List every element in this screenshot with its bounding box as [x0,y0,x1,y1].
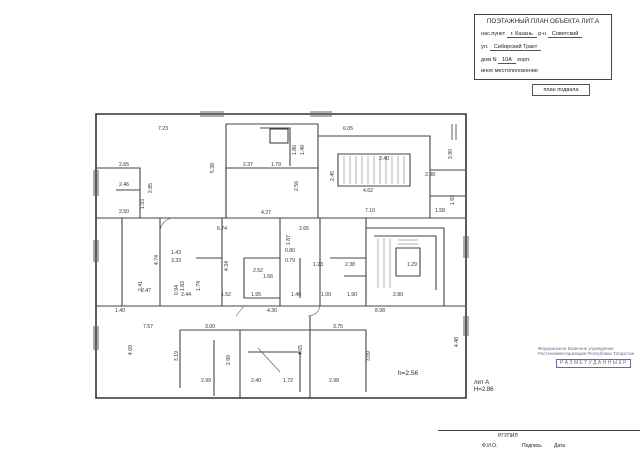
col-name: Ф.И.О. [482,443,498,449]
dimension-label: 6.05 [343,126,353,132]
dimension-label: 2.40 [379,156,389,162]
dimension-label: 4.65 [298,345,304,355]
dimension-label: 2.41 [138,281,144,291]
dimension-label: 2.52 [253,268,263,274]
dimension-label: 4.34 [224,261,230,271]
street-value: Сибирский Тракт [489,44,542,51]
dimension-label: 7.23 [158,126,168,132]
dimension-label: 4.30 [267,308,277,314]
dimension-label: 1.00 [321,292,331,298]
dimension-label: 4.48 [454,337,460,347]
dimension-label: 7.10 [365,208,375,214]
dimension-label: 8.98 [375,308,385,314]
lit-label: лит А [474,380,490,386]
col-date: Дата [554,443,566,449]
dimension-label: 2.98 [329,378,339,384]
house-value: 10А [498,57,516,64]
dimension-label: 4.27 [261,210,271,216]
dimension-label: 2.65 [119,162,129,168]
settlement-row: нас.пункт г. Казань р-н Советский [481,31,583,38]
dimension-label: 1.49 [300,145,306,155]
dimension-label: 1.72 [283,378,293,384]
dimension-label: 5.38 [210,163,216,173]
dimension-label: 2.46 [119,182,129,188]
district-value: Советский [547,31,583,38]
dimension-label: 4.62 [363,188,373,194]
dimension-label: 1.82 [180,281,186,291]
dimension-label: 2.65 [299,226,309,232]
dimension-label: 2.45 [330,171,336,181]
dimension-label: 0.80 [285,248,295,254]
dimension-label: 1.40 [115,308,125,314]
dimension-label: 1.93 [450,195,456,205]
street-row: ул. Сибирский Тракт [481,44,542,51]
dimension-label: 1.43 [171,250,181,256]
dimension-label: 2.40 [251,378,261,384]
dimension-label: 2.80 [393,292,403,298]
inventory-stamp: Федеральное Казенное учреждение Ростехин… [538,346,635,368]
dimension-label: 1.90 [347,292,357,298]
dimension-label: 2.99 [201,378,211,384]
dimension-label: 3.33 [171,258,181,264]
dimension-label: 7.57 [143,324,153,330]
dimension-label: 1.40 [291,292,301,298]
house-row: дом N 10А корп. [481,57,531,64]
dimension-label: 2.85 [148,183,154,193]
dimension-label: 3.90 [448,149,454,159]
dimension-label: 1.66 [263,274,273,280]
dimension-label: 2.56 [294,181,300,191]
signature-table: РГУПИЛ Ф.И.О. Подпись Дата [438,430,640,453]
dimension-label: 2.44 [181,292,191,298]
dimension-label: 1.74 [196,281,202,291]
dimension-label: 1.79 [271,162,281,168]
dimension-label: 0.94 [174,285,180,295]
settlement-value: г. Казань [506,31,537,38]
other-location-row: иное местоположение [481,68,538,74]
dimension-label: 2.38 [345,262,355,268]
title-block: ПОЭТАЖНЫЙ ПЛАН ОБЪЕКТА ЛИТ.А нас.пункт г… [474,14,612,80]
dimension-label: 2.99 [226,355,232,365]
dimension-label: 1.95 [251,292,261,298]
dimension-label: 3.19 [174,351,180,361]
dimension-label: 2.50 [119,209,129,215]
dimension-label: 3.75 [333,324,343,330]
dimension-label: 6.74 [217,226,227,232]
dimension-label: 1.23 [313,262,323,268]
dimension-label: 4.69 [128,345,134,355]
lit-label-block: лит А Н=2.86 [474,380,494,394]
sheet-label: план подвала [532,84,590,96]
plan-title: ПОЭТАЖНЫЙ ПЛАН ОБЪЕКТА ЛИТ.А [486,18,600,25]
dimension-label: 4.74 [154,255,160,265]
dimension-label: 0.79 [285,258,295,264]
dimension-label: 2.37 [243,162,253,168]
room-height-label: h=2.56 [398,370,419,377]
dimension-label: 2.88 [425,172,435,178]
dimension-label: 1.58 [435,208,445,214]
dimension-label: 1.93 [140,199,146,209]
dimension-label: 1.29 [407,262,417,268]
dimension-label: 1.87 [286,235,292,245]
lit-height: Н=2.86 [474,387,494,393]
dimension-label: 1.52 [221,292,231,298]
dimension-label: 3.00 [205,324,215,330]
signature-header: РГУПИЛ [498,433,518,439]
dimension-label: 1.86 [292,145,298,155]
dimension-label: 2.47 [141,288,151,294]
dimension-label: 3.09 [366,351,372,361]
col-sign: Подпись [522,443,542,449]
